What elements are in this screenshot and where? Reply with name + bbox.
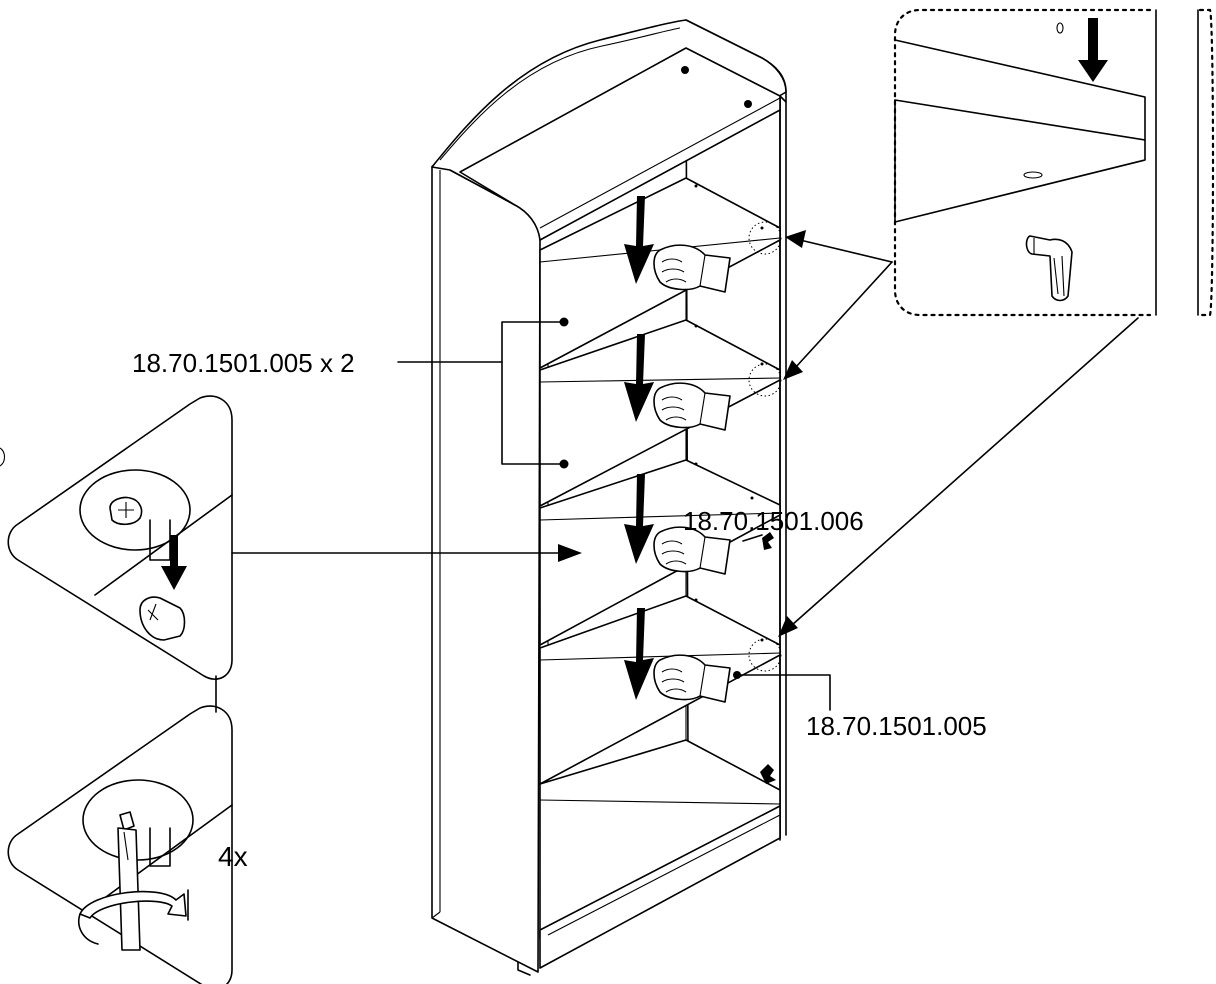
cam-detail-pointer (231, 544, 582, 562)
detail-pointer-arrows (778, 230, 1139, 637)
label-shelf-pin: 18.70.1501.005 (806, 711, 987, 741)
shelf-pin-icon (1025, 235, 1073, 302)
label-cam-bolt: 18.70.1501.006 (683, 506, 864, 536)
label-repeat-count: 4x (218, 841, 248, 872)
bookcase (431, 19, 787, 976)
label-shelf-pin-pair: 18.70.1501.005 x 2 (132, 348, 355, 378)
pin-highlight-3 (748, 638, 782, 672)
pin-highlight-1 (748, 221, 782, 255)
bottom-panel (539, 739, 781, 969)
cam-lock-detail-bottom (7, 675, 233, 984)
top-panel (459, 47, 781, 241)
hand-icon (653, 244, 731, 703)
insert-arrows (624, 196, 654, 700)
cam-bolt-mark (762, 532, 774, 550)
pin-highlight-2 (748, 363, 782, 397)
cam-bolt-mark-lower (760, 764, 776, 784)
shelf-pin-detail (893, 8, 1215, 317)
cam-lock-detail-top (7, 395, 233, 680)
callout-lines (397, 317, 831, 711)
left-side-panel (431, 164, 541, 973)
